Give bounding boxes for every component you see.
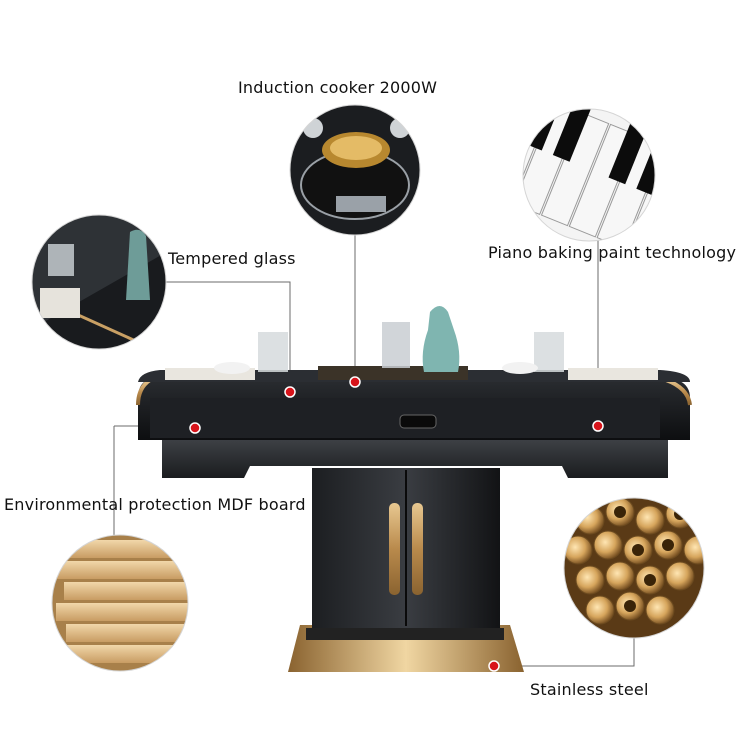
leader-lines [113,228,635,667]
tempered-glass-inset [31,214,167,350]
induction-cooker-inset [289,104,421,236]
label-tempered-glass: Tempered glass [168,249,296,268]
mdf-board-inset [51,534,189,672]
door-handle-right [412,503,423,595]
label-mdf-board: Environmental protection MDF board [4,495,306,514]
label-stainless-steel: Stainless steel [530,680,649,699]
stainless-steel-tubes-inset [563,497,705,639]
label-induction-cooker: Induction cooker 2000W [238,78,438,97]
hotspot-markers [189,376,604,672]
dining-table [136,306,692,672]
piano-keys-inset [522,108,656,242]
door-handle-left [389,503,400,595]
label-piano-paint: Piano baking paint technology [488,243,737,262]
